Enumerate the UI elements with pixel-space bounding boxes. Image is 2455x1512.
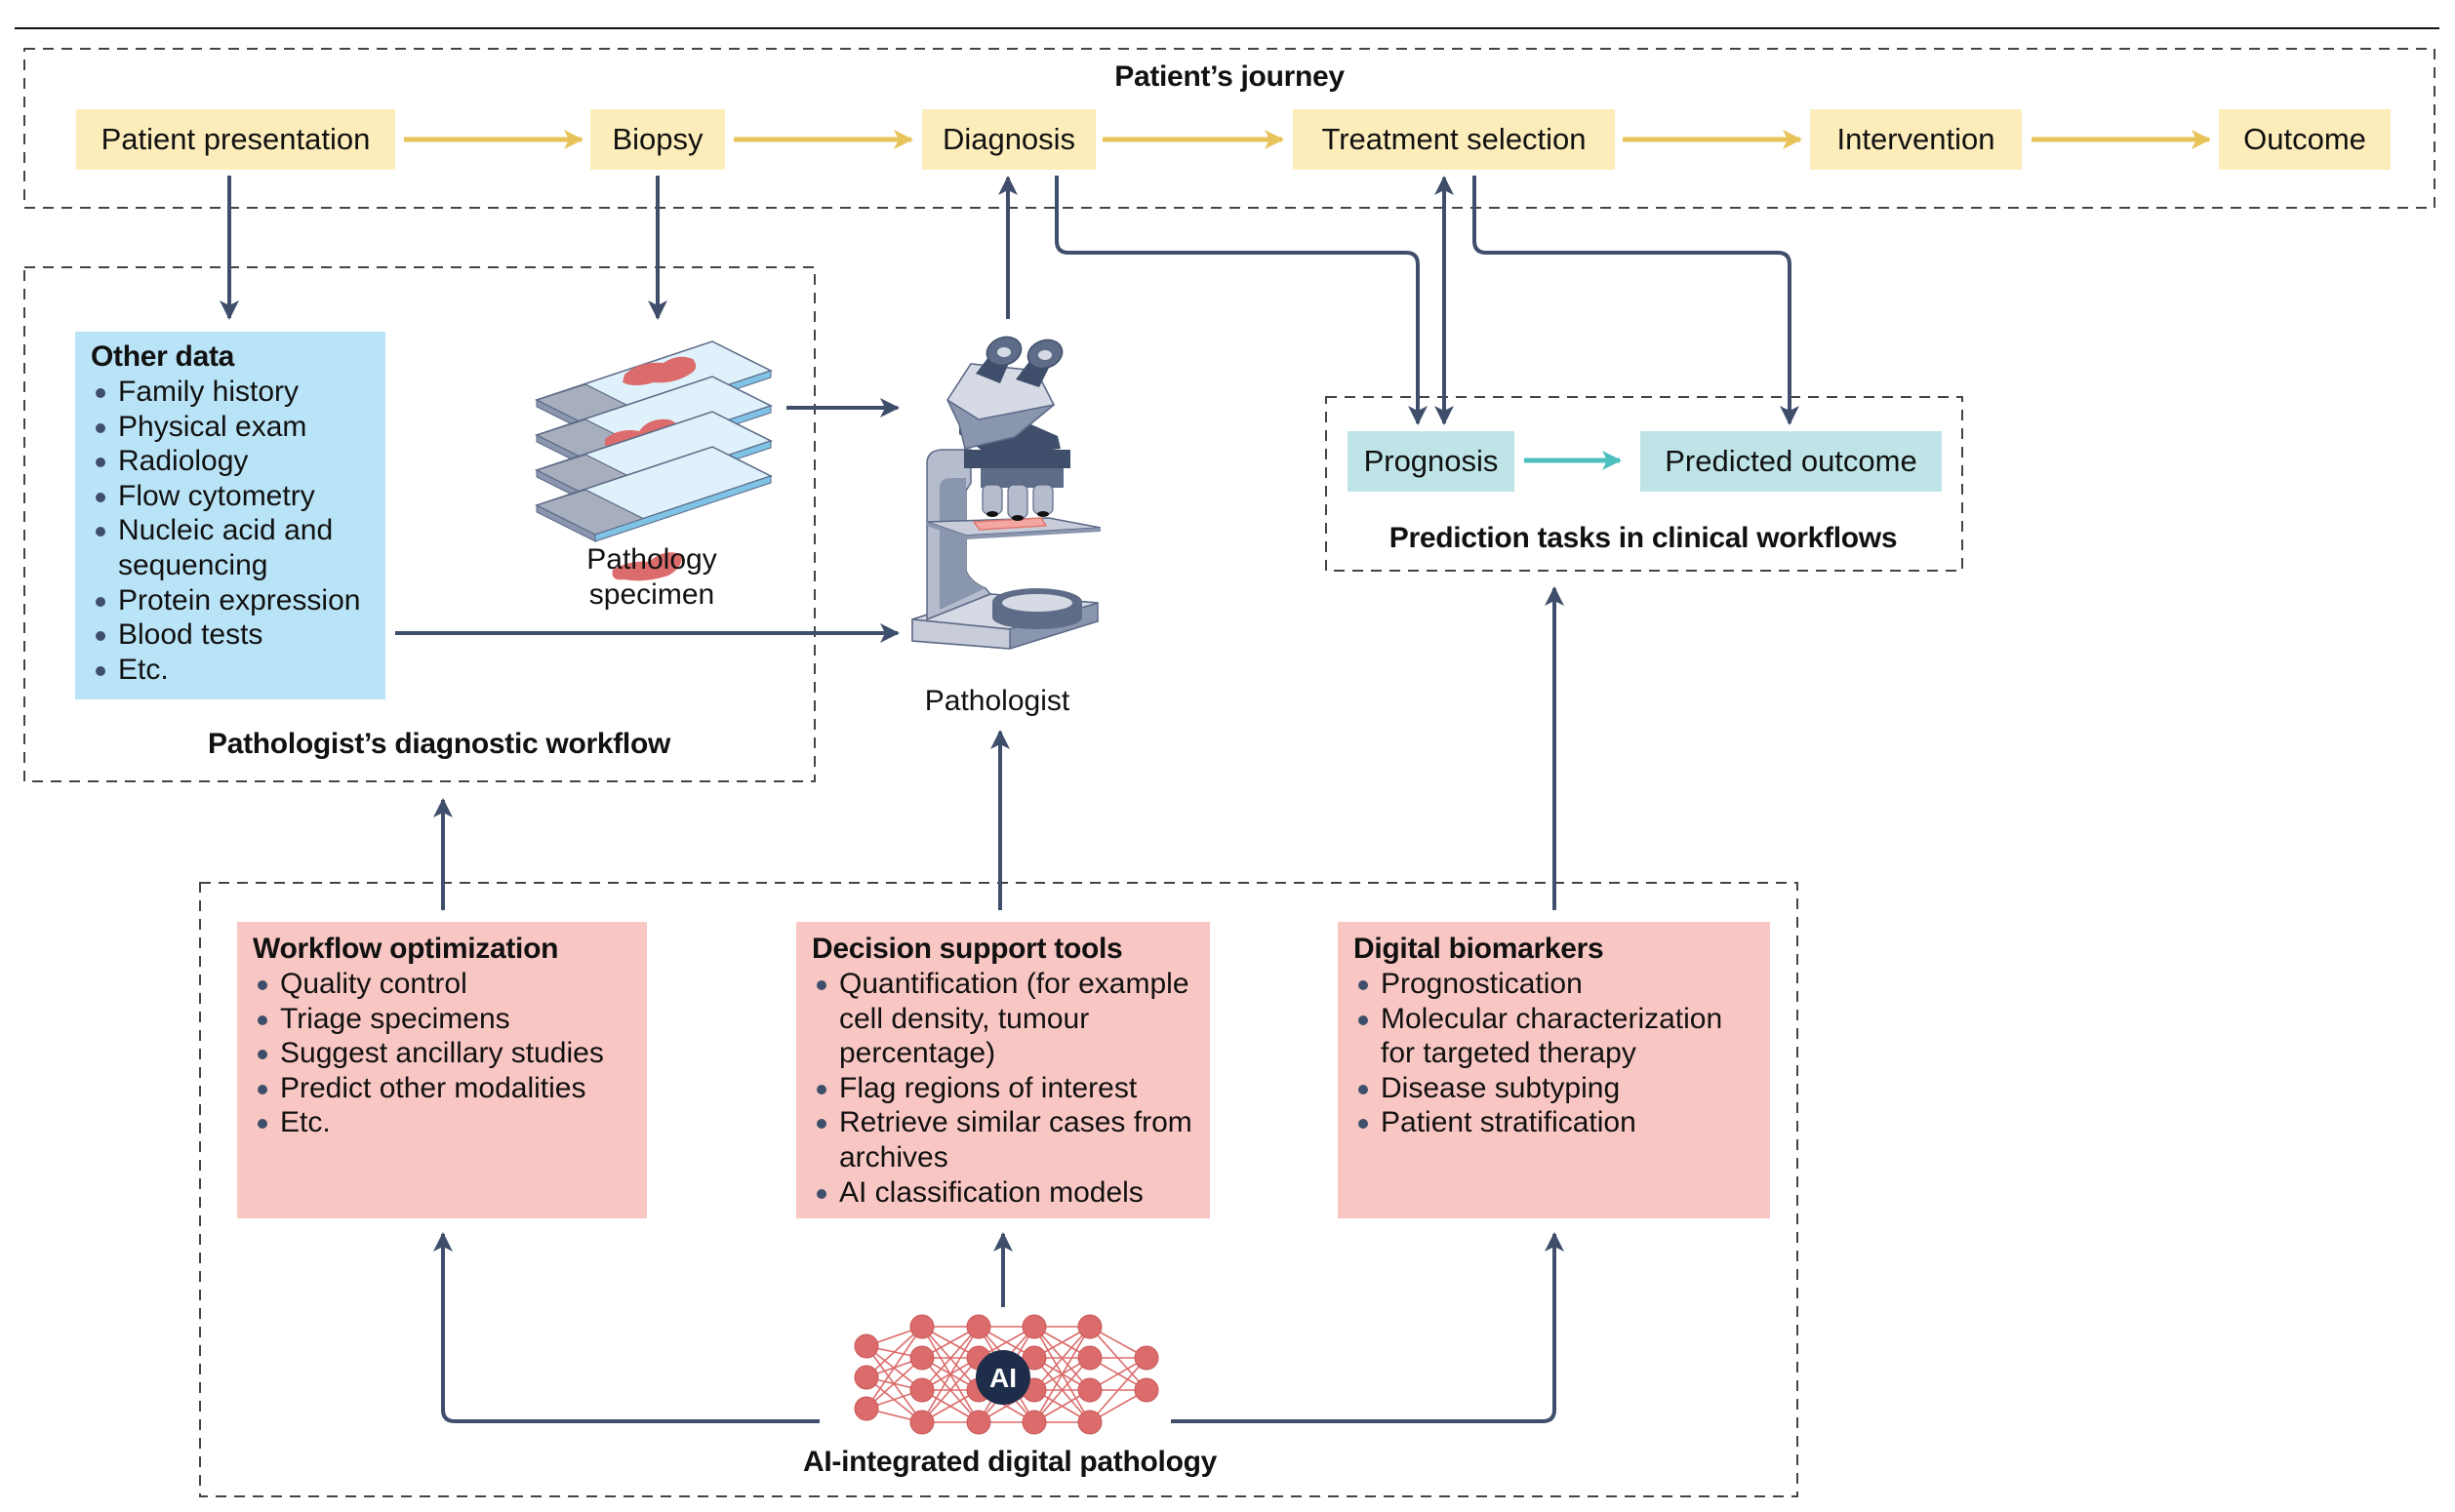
network-node <box>1077 1314 1103 1339</box>
prognosis-box[interactable]: Prognosis <box>1348 431 1514 492</box>
other-data-list: Family history Physical exam Radiology F… <box>91 375 370 687</box>
other-data-box: Other data Family history Physical exam … <box>75 332 385 699</box>
list-item: Flow cytometry <box>91 479 370 514</box>
prediction-tasks-frame <box>1325 396 1963 572</box>
predicted-outcome-box[interactable]: Predicted outcome <box>1640 431 1942 492</box>
list-item: Physical exam <box>91 410 370 445</box>
list-item: Triage specimens <box>253 1002 631 1037</box>
network-edge <box>1033 1326 1091 1423</box>
list-item: Protein expression <box>91 583 370 618</box>
journey-step-label: Outcome <box>2243 122 2366 156</box>
network-node <box>1022 1410 1047 1435</box>
arrow-ai-to-digital-biomarkers <box>1171 1232 1564 1423</box>
network-node <box>1077 1345 1103 1371</box>
pathology-specimen-label: Pathology specimen <box>586 543 717 611</box>
list-item: AI classification models <box>812 1175 1194 1211</box>
connectors <box>220 176 1799 1423</box>
journey-step-label: Intervention <box>1836 122 1995 156</box>
list-item: Predict other modalities <box>253 1071 631 1106</box>
digital-biomarkers-list: Prognostication Molecular characterizati… <box>1353 967 1754 1140</box>
decision-support-tools-box: Decision support tools Quantification (f… <box>796 922 1210 1218</box>
diagnostic-workflow-title: Pathologist’s diagnostic workflow <box>207 728 671 760</box>
patient-journey-frame <box>23 48 2435 209</box>
network-edge <box>921 1357 980 1423</box>
network-node <box>909 1314 935 1339</box>
network-node <box>966 1410 991 1435</box>
list-item: Radiology <box>91 444 370 479</box>
ai-badge <box>976 1350 1030 1405</box>
network-node <box>1077 1377 1103 1403</box>
network-edge <box>865 1326 923 1378</box>
network-node <box>854 1396 879 1421</box>
network-node <box>1134 1345 1159 1371</box>
journey-step-label: Patient presentation <box>101 122 371 156</box>
list-item: Prognostication <box>1353 967 1754 1002</box>
network-edge <box>1033 1357 1091 1423</box>
journey-step-label: Treatment selection <box>1321 122 1587 156</box>
journey-step-biopsy[interactable]: Biopsy <box>590 109 725 170</box>
network-node <box>1022 1314 1047 1339</box>
predicted-outcome-label: Predicted outcome <box>1665 444 1917 478</box>
pathology-specimen-icon <box>535 340 773 581</box>
journey-step-label: Diagnosis <box>942 122 1076 156</box>
list-item: Family history <box>91 375 370 410</box>
network-edge <box>865 1357 923 1410</box>
list-item: Suggest ancillary studies <box>253 1036 631 1071</box>
journey-step-outcome[interactable]: Outcome <box>2219 109 2391 170</box>
journey-step-treatment-selection[interactable]: Treatment selection <box>1293 109 1615 170</box>
network-node <box>854 1333 879 1359</box>
list-item: Quantification (for example cell density… <box>812 967 1194 1071</box>
network-edge <box>1089 1357 1147 1423</box>
list-item: Disease subtyping <box>1353 1071 1754 1106</box>
list-item: Etc. <box>253 1105 631 1140</box>
prognosis-label: Prognosis <box>1363 444 1499 478</box>
network-node <box>1134 1377 1159 1403</box>
other-data-heading: Other data <box>91 340 235 373</box>
network-node <box>966 1314 991 1339</box>
decision-support-tools-list: Quantification (for example cell density… <box>812 967 1194 1210</box>
list-item: Patient stratification <box>1353 1105 1754 1140</box>
journey-step-patient-presentation[interactable]: Patient presentation <box>76 109 395 170</box>
digital-biomarkers-box: Digital biomarkers Prognostication Molec… <box>1338 922 1770 1218</box>
diagnostic-workflow-frame <box>23 266 816 782</box>
decision-support-tools-heading: Decision support tools <box>812 933 1123 965</box>
workflow-optimization-list: Quality control Triage specimens Suggest… <box>253 967 631 1140</box>
list-item: Retrieve similar cases from archives <box>812 1105 1194 1174</box>
list-item: Molecular characterization for targeted … <box>1353 1002 1754 1071</box>
list-item: Blood tests <box>91 617 370 653</box>
network-edge <box>865 1326 923 1410</box>
ai-badge-label: AI <box>989 1363 1017 1393</box>
journey-step-diagnosis[interactable]: Diagnosis <box>922 109 1096 170</box>
network-node <box>909 1345 935 1371</box>
patient-journey-title: Patient’s journey <box>1114 60 1345 93</box>
arrow-diagnosis-to-prognosis <box>1055 176 1428 425</box>
microscope-icon <box>911 336 1102 650</box>
network-edge <box>921 1326 980 1423</box>
slide <box>535 446 773 581</box>
network-edge <box>1033 1326 1091 1391</box>
list-item: Etc. <box>91 653 370 688</box>
arrow-treatment-to-predicted-outcome <box>1472 176 1799 425</box>
workflow-optimization-box: Workflow optimization Quality control Tr… <box>237 922 647 1218</box>
digital-biomarkers-heading: Digital biomarkers <box>1353 933 1604 965</box>
network-node <box>1077 1410 1103 1435</box>
list-item: Flag regions of interest <box>812 1071 1194 1106</box>
network-node <box>1022 1345 1047 1371</box>
neural-network-icon: AI <box>854 1314 1159 1435</box>
network-node <box>909 1377 935 1403</box>
prediction-tasks-title: Prediction tasks in clinical workflows <box>1388 522 1898 554</box>
network-edge <box>921 1326 980 1391</box>
journey-step-intervention[interactable]: Intervention <box>1810 109 2022 170</box>
list-item: Nucleic acid and sequencing <box>91 513 370 582</box>
network-node <box>909 1410 935 1435</box>
list-item: Quality control <box>253 967 631 1002</box>
ai-pathology-title: AI-integrated digital pathology <box>802 1446 1218 1478</box>
journey-step-label: Biopsy <box>612 122 704 156</box>
network-node <box>854 1365 879 1390</box>
arrow-ai-to-workflow-optimization <box>433 1232 820 1423</box>
pathologist-label: Pathologist <box>924 685 1070 717</box>
workflow-optimization-heading: Workflow optimization <box>253 933 559 965</box>
